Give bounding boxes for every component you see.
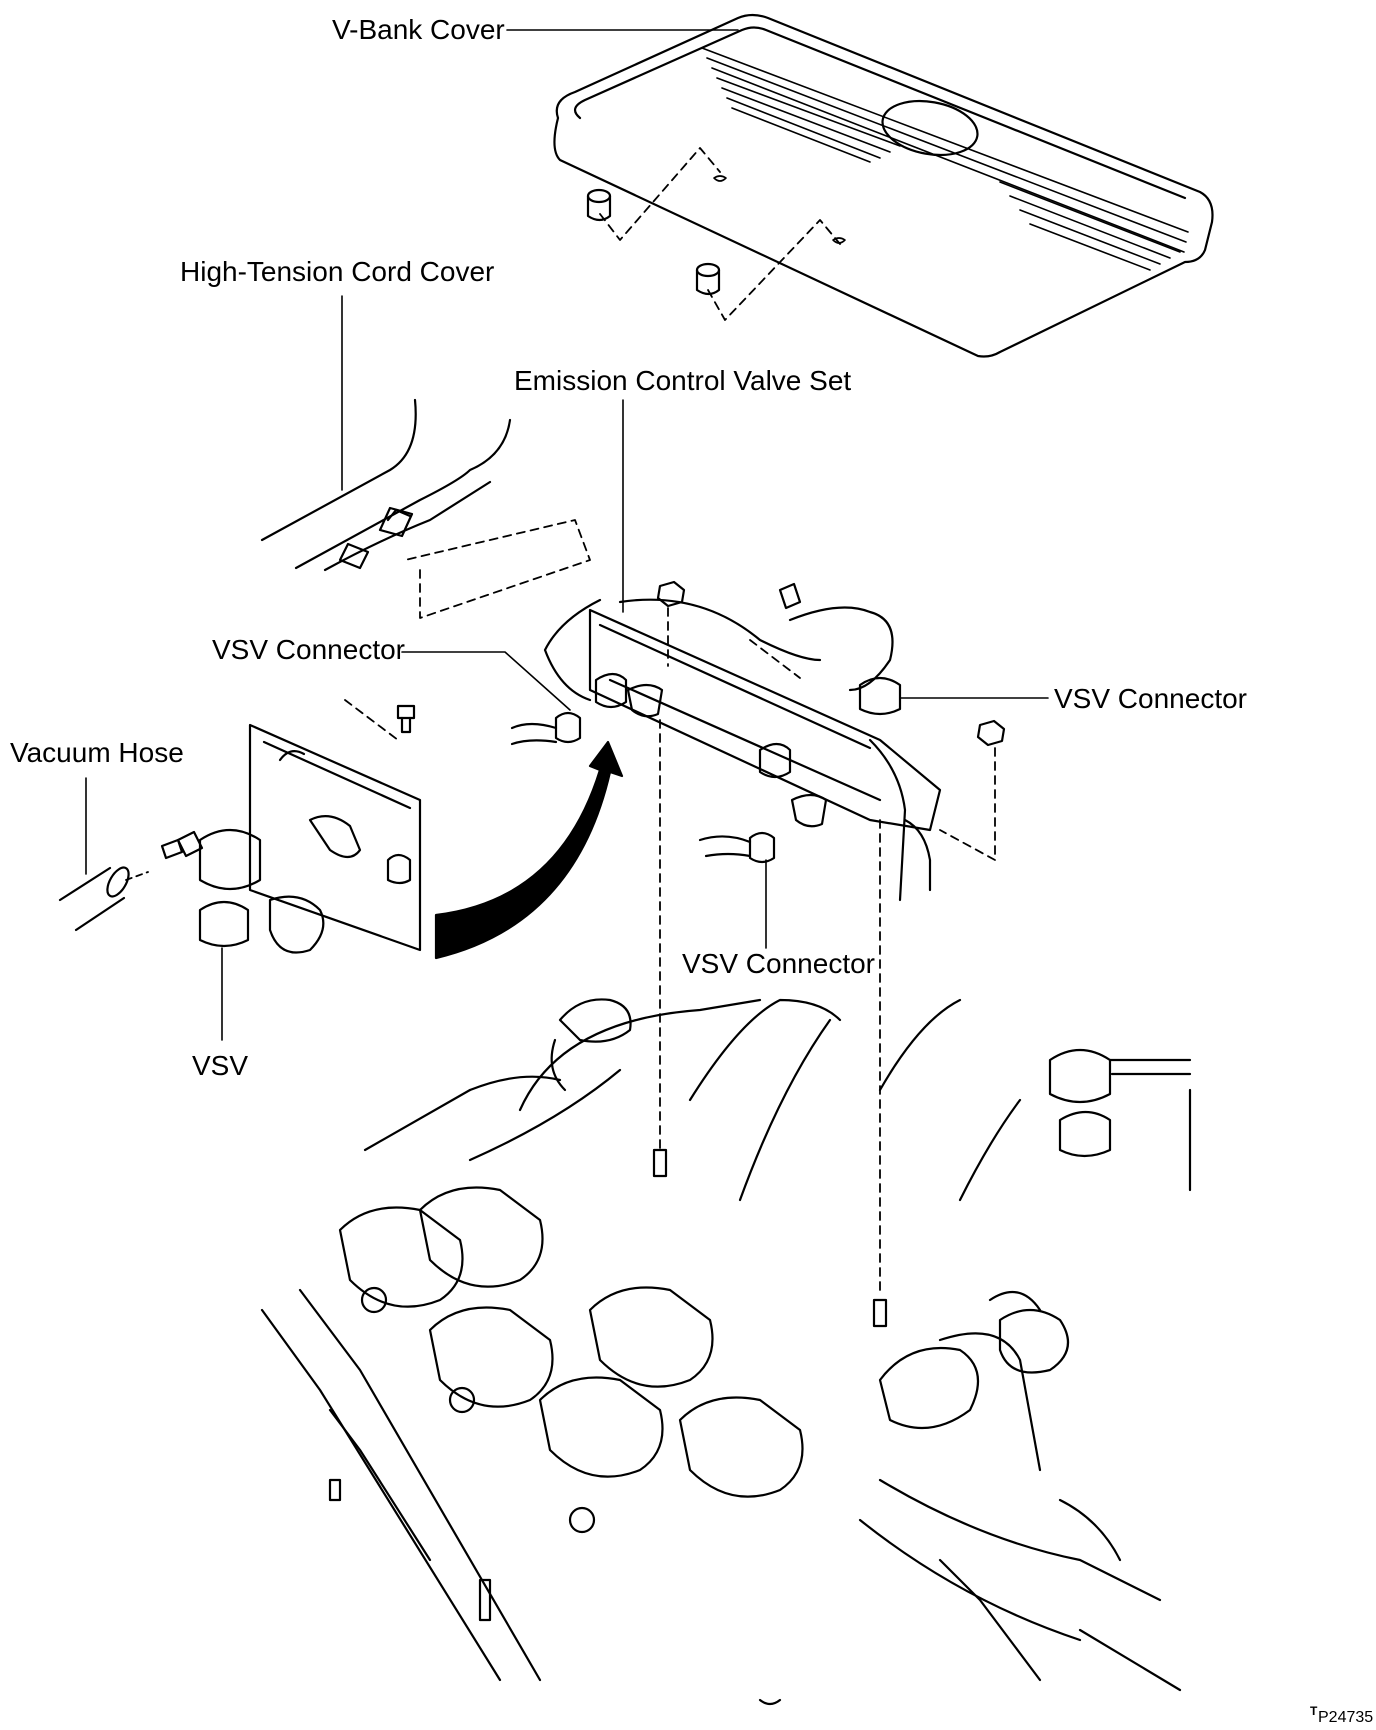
vacuum-hose-label: Vacuum Hose (10, 737, 184, 768)
vsv-connector-bottom-label: VSV Connector (682, 948, 875, 979)
vsv-label: VSV (192, 1050, 249, 1081)
relocation-arrow (434, 740, 624, 960)
v-bank-cover-label: V-Bank Cover (332, 14, 505, 45)
v-bank-cover-part (506, 13, 1214, 358)
vsv-and-bracket-part (58, 699, 422, 1041)
high-tension-cord-cover-label: High-Tension Cord Cover (180, 256, 495, 287)
figure-id: P24735 (1318, 1709, 1374, 1726)
emission-control-valve-set-part (396, 399, 1049, 1291)
figure-marker: T (1310, 1704, 1318, 1718)
vsv-connector-right-label: VSV Connector (1054, 683, 1247, 714)
high-tension-cord-cover-part (260, 295, 591, 619)
vsv-connector-left-label: VSV Connector (212, 634, 405, 665)
emission-control-valve-set-label: Emission Control Valve Set (514, 365, 852, 396)
engine-part (260, 998, 1192, 1706)
